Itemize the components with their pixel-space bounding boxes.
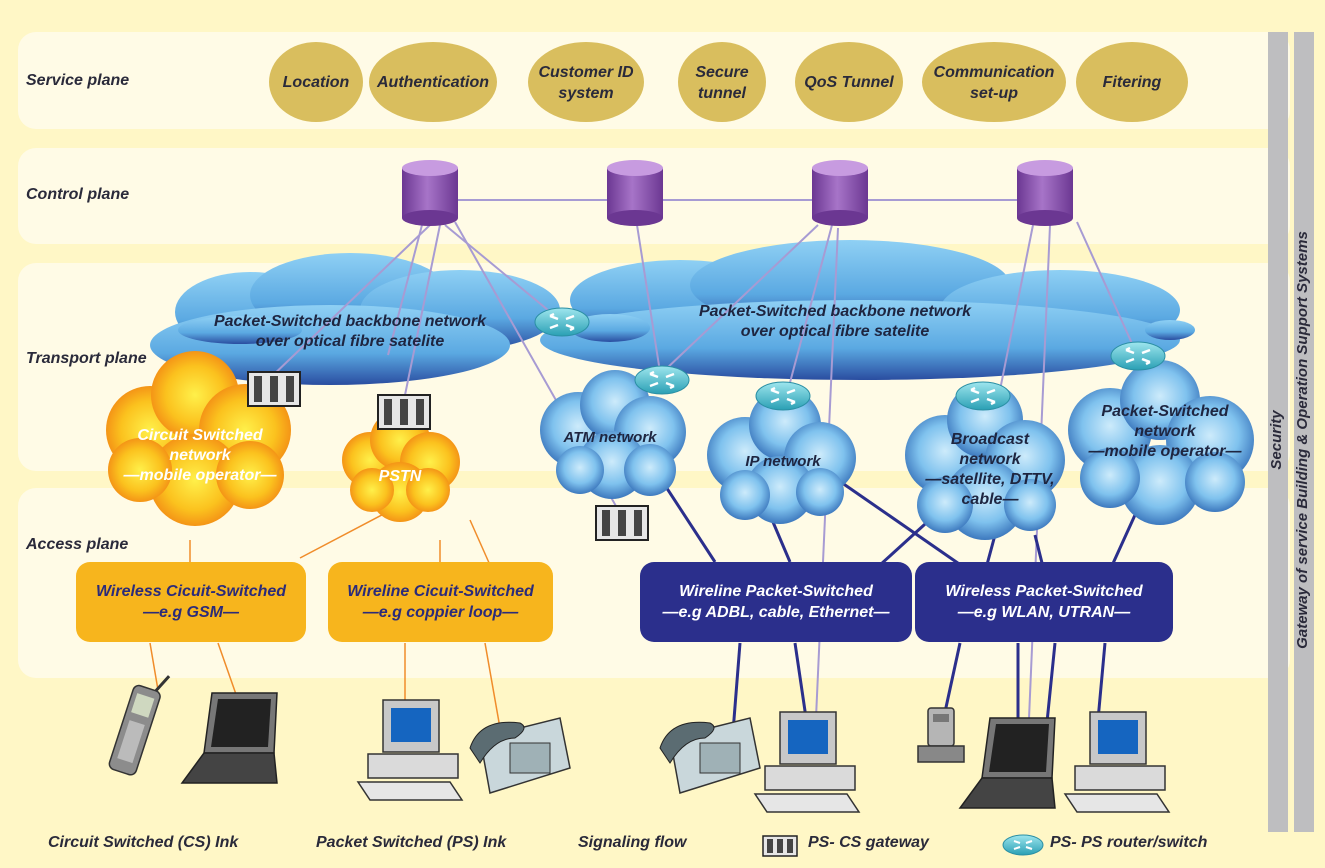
wireline-ps-title: Wireline Packet-Switched <box>679 583 873 600</box>
service-qos-tunnel: QoS Tunnel <box>804 73 894 91</box>
devices <box>108 675 1171 813</box>
security-bar <box>1268 32 1288 832</box>
service-ellipse-communication <box>922 42 1066 122</box>
gateway-icon <box>247 371 301 407</box>
service-customer-id: Customer ID system <box>538 64 634 102</box>
desk-phone-icon <box>469 717 571 794</box>
wireline-cs-subtitle: —e.g coppier loop— <box>362 604 519 621</box>
service-ellipse-customer-id <box>528 42 644 122</box>
ps-mobile-network-label: Packet-Switched network —mobile operator… <box>1088 403 1242 460</box>
service-authentication: Authentication <box>377 73 489 91</box>
router-icon <box>955 381 1011 411</box>
service-plane-label: Service plane <box>26 72 130 89</box>
laptop-icon <box>958 717 1056 809</box>
database-icon <box>402 160 458 226</box>
base-station-icon <box>917 707 965 763</box>
ps-mobile-cloud <box>1068 360 1254 525</box>
gateway-label: Gateway of service Building & Operation … <box>1294 231 1311 649</box>
database-icon <box>607 160 663 226</box>
legend-router-icon <box>1002 834 1044 856</box>
security-label: Security <box>1268 410 1285 470</box>
desktop-computer-icon <box>753 711 861 813</box>
wireless-ps-box: Wireless Packet-Switched —e.g WLAN, UTRA… <box>915 562 1173 642</box>
service-communication-setup: Communication set-up <box>933 64 1055 102</box>
laptop-icon <box>180 692 278 784</box>
control-plane-label: Control plane <box>26 186 130 203</box>
wireline-ps-box: Wireline Packet-Switched —e.g ADBL, cabl… <box>640 562 912 642</box>
legend-signaling: Signaling flow <box>578 834 687 851</box>
atm-cloud <box>540 370 686 499</box>
gateway-bar <box>1294 32 1314 832</box>
wireless-ps-subtitle: —e.g WLAN, UTRAN— <box>957 604 1131 621</box>
router-icon <box>755 381 811 411</box>
service-secure-tunnel: Secure tunnel <box>695 64 749 102</box>
legend-ps-link: Packet Switched (PS) Ink <box>316 834 507 851</box>
gateway-icon <box>595 505 649 541</box>
service-ellipse-filtering <box>1076 42 1188 122</box>
backbone-cloud-right <box>540 240 1195 380</box>
legend-gateway: PS- CS gateway <box>808 834 929 851</box>
desk-phone-icon <box>659 717 761 794</box>
database-icon <box>812 160 868 226</box>
mobile-phone-icon <box>108 675 171 776</box>
pstn-cloud <box>342 410 460 522</box>
service-location: Location <box>282 73 350 91</box>
legend-router: PS- PS router/switch <box>1050 834 1208 851</box>
ip-cloud <box>707 389 856 524</box>
circuit-switched-cloud <box>106 351 291 526</box>
wireline-cs-title: Wireline Cicuit-Switched <box>347 583 534 600</box>
gateway-icon <box>377 394 431 430</box>
backbone-right-label: Packet-Switched backbone network over op… <box>698 303 972 340</box>
service-ellipse-secure-tunnel <box>678 42 766 122</box>
router-icons <box>534 307 1166 411</box>
wireless-cs-box: Wireless Cicuit-Switched —e.g GSM— <box>76 562 306 642</box>
service-ellipses <box>269 42 1188 122</box>
database-icon <box>1017 160 1073 226</box>
service-ellipse-location <box>269 42 363 122</box>
ip-network-label: IP network <box>745 453 821 470</box>
transport-plane-label: Transport plane <box>26 350 147 367</box>
service-filtering: Fitering <box>1102 73 1162 91</box>
wireless-cs-title: Wireless Cicuit-Switched <box>95 583 287 600</box>
database-icons <box>402 160 1073 226</box>
router-icon <box>534 307 590 337</box>
access-plane-label: Access plane <box>26 536 129 553</box>
broadcast-network-label: Broadcast network —satellite, DTTV, cabl… <box>925 431 1055 508</box>
router-icon <box>634 365 690 395</box>
backbone-left-label: Packet-Switched backbone network over op… <box>213 313 487 350</box>
atm-network-label: ATM network <box>563 429 657 446</box>
wireline-cs-box: Wireline Cicuit-Switched —e.g coppier lo… <box>328 562 553 642</box>
cs-links <box>149 507 501 729</box>
desktop-computer-icon <box>1063 711 1171 813</box>
legend-gateway-icon <box>762 835 798 857</box>
wireline-ps-subtitle: —e.g ADBL, cable, Ethernet— <box>662 604 890 621</box>
legend-cs-link: Circuit Switched (CS) Ink <box>48 834 239 851</box>
circuit-switched-label: Circuit Switched network —mobile operato… <box>123 427 277 484</box>
wireless-ps-title: Wireless Packet-Switched <box>945 583 1143 600</box>
service-ellipse-authentication <box>369 42 497 122</box>
gateway-icons <box>247 371 649 541</box>
pstn-label: PSTN <box>378 468 422 485</box>
service-ellipse-qos-tunnel <box>795 42 903 122</box>
router-icon <box>1110 341 1166 371</box>
wireless-cs-subtitle: —e.g GSM— <box>142 604 239 621</box>
desktop-computer-icon <box>356 699 464 801</box>
